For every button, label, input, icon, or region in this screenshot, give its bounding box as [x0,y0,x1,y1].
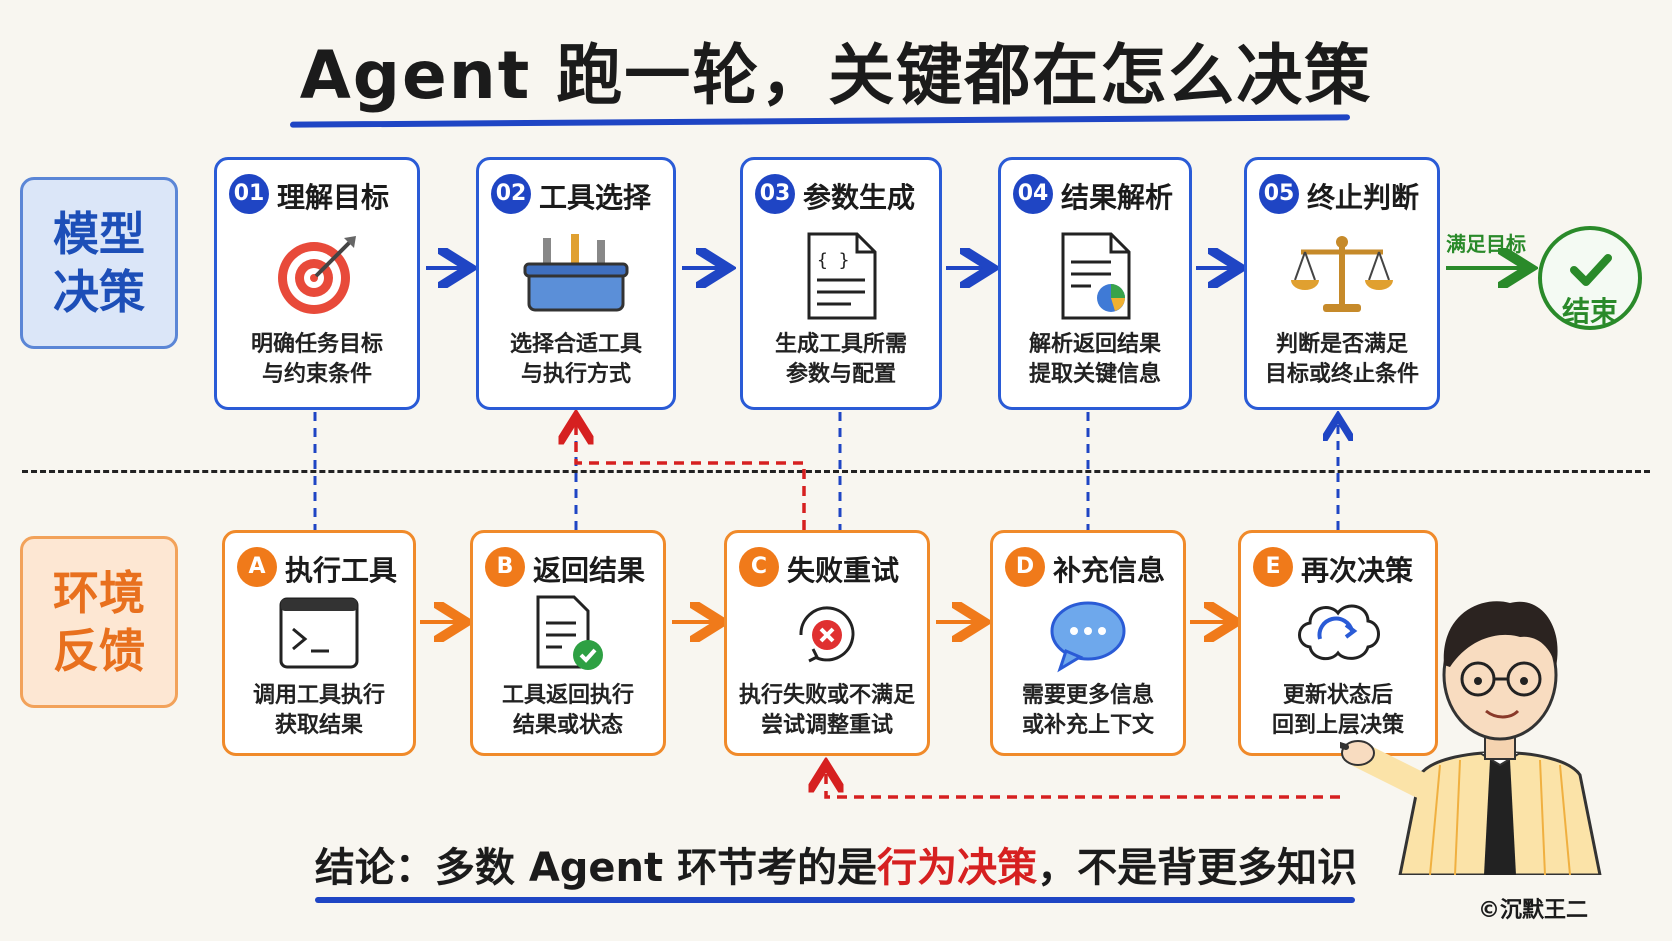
step-title: 再次决策 [1301,554,1414,587]
presenter-illustration [1340,601,1602,875]
step-title: 理解目标 [277,181,390,214]
svg-text:{ }: { } [817,250,850,271]
step-badge: C [739,547,779,587]
step-desc: 调用工具执行获取结果 [225,681,413,741]
step-desc-line: 或补充上下文 [1021,713,1154,738]
step-badge: A [237,547,277,587]
step-title: 失败重试 [787,554,900,587]
terminal-icon [225,595,413,675]
lane-env-text: 环境 反馈 [53,566,145,678]
step-title: 补充信息 [1053,554,1166,587]
chat-bubble-icon [993,595,1183,679]
step-desc: 判断是否满足目标或终止条件 [1247,330,1437,390]
conclusion-suffix: ，不是背更多知识 [1037,845,1358,891]
env-step-card-D: D 补充信息 需要更多信息或补充上下文 [990,530,1186,756]
step-badge: 03 [755,174,795,214]
report-icon [1001,230,1189,326]
step-desc: 解析返回结果提取关键信息 [1001,330,1189,390]
step-desc-line: 生成工具所需 [774,332,907,357]
step-desc-line: 回到上层决策 [1271,713,1404,738]
document-check-icon [473,595,663,679]
step-badge: B [485,547,525,587]
step-title: 参数生成 [803,181,916,214]
target-icon [217,230,417,324]
env-step-card-C: C 失败重试 执行失败或不满足尝试调整重试 [724,530,930,756]
step-title: 工具选择 [539,181,652,214]
env-step-card-B: B 返回结果 工具返回执行结果或状态 [470,530,666,756]
conclusion-underline [315,897,1355,903]
step-desc: 明确任务目标与约束条件 [217,330,417,390]
step-desc: 执行失败或不满足尝试调整重试 [727,681,927,741]
conclusion-highlight: 行为决策 [877,845,1038,891]
step-desc-line: 解析返回结果 [1028,332,1161,357]
model-step-card-04: 04 结果解析 解析返回结果提取关键信息 [998,157,1192,410]
step-badge: 02 [491,174,531,214]
end-label: 结束 [1561,295,1618,328]
page-title: Agent 跑一轮，关键都在怎么决策 [299,37,1373,114]
conclusion: 结论：多数 Agent 环节考的是行为决策，不是背更多知识 [0,835,1672,893]
retry-path-C-02 [576,420,806,530]
check-icon [1570,254,1612,286]
step-title: 终止判断 [1307,181,1420,214]
step-desc-line: 结果或状态 [512,713,623,738]
lane-model-text: 模型 决策 [53,207,145,319]
model-step-card-02: 02 工具选择 选择合适工具与执行方式 [476,157,676,410]
model-step-card-01: 01 理解目标 明确任务目标与约束条件 [214,157,420,410]
step-desc-line: 尝试调整重试 [760,713,893,738]
env-step-card-A: A 执行工具 调用工具执行获取结果 [222,530,416,756]
env-step-card-E: E 再次决策 更新状态后回到上层决策 [1238,530,1438,756]
brain-cycle-icon [1241,595,1435,679]
step-desc-line: 获取结果 [274,713,363,738]
step-desc: 需要更多信息或补充上下文 [993,681,1183,741]
step-desc: 更新状态后回到上层决策 [1241,681,1435,741]
end-arrow-label: 满足目标 [1446,232,1526,256]
step-desc-line: 工具返回执行 [501,683,634,708]
step-desc: 生成工具所需参数与配置 [743,330,939,390]
step-badge: D [1005,547,1045,587]
lane-divider [22,470,1650,473]
step-desc-line: 与约束条件 [261,362,372,387]
end-node [1538,226,1642,330]
step-desc-line: 调用工具执行 [252,683,385,708]
step-badge: 05 [1259,174,1299,214]
scale-icon [1247,230,1437,324]
step-desc-line: 与执行方式 [520,362,631,387]
step-title: 执行工具 [285,554,398,587]
step-desc-line: 执行失败或不满足 [738,683,915,708]
step-badge: E [1253,547,1293,587]
step-badge: 01 [229,174,269,214]
step-desc-line: 提取关键信息 [1028,362,1161,387]
step-title: 结果解析 [1061,181,1174,214]
retry-path-presenter-C [826,768,1340,799]
model-step-card-03: 03 参数生成 { } 生成工具所需参数与配置 [740,157,942,410]
step-desc-line: 需要更多信息 [1021,683,1154,708]
step-desc-line: 判断是否满足 [1275,332,1408,357]
step-desc-line: 目标或终止条件 [1264,362,1419,387]
conclusion-prefix: 结论：多数 Agent 环节考的是 [314,845,878,891]
credit: ©沉默王二 [1478,898,1589,923]
step-desc-line: 参数与配置 [785,362,896,387]
toolbox-icon [479,230,673,324]
step-desc-line: 更新状态后 [1282,683,1393,708]
lane-label-env: 环境 反馈 [20,536,178,708]
retry-error-icon [727,595,927,679]
model-step-card-05: 05 终止判断 判断是否满足目标或终止条件 [1244,157,1440,410]
lane-label-model: 模型 决策 [20,177,178,349]
step-desc: 工具返回执行结果或状态 [473,681,663,741]
step-title: 返回结果 [533,554,646,587]
step-badge: 04 [1013,174,1053,214]
step-desc-line: 选择合适工具 [509,332,642,357]
step-desc-line: 明确任务目标 [250,332,383,357]
code-document-icon: { } [743,230,939,326]
step-desc: 选择合适工具与执行方式 [479,330,673,390]
